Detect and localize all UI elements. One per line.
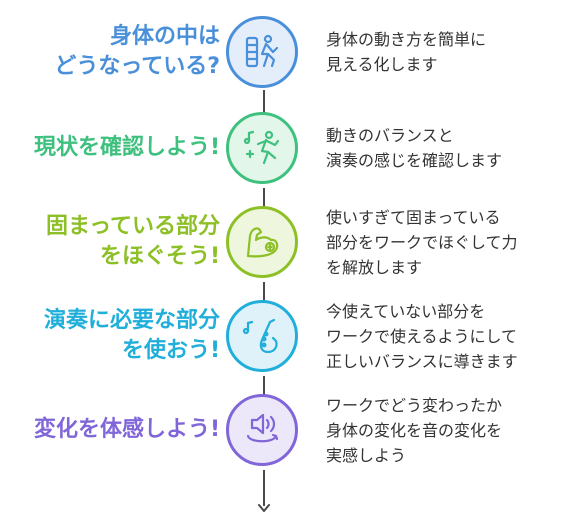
- step-description-line: 今使えていない部分を: [326, 301, 486, 321]
- speaker-rotate-icon: [246, 413, 279, 443]
- step-title-line: を使おう!: [121, 338, 220, 363]
- flexed-arm-icon: [246, 227, 279, 258]
- step-title-line: どうなっている?: [54, 54, 220, 79]
- step-title-line: 演奏に必要な部分: [43, 308, 220, 333]
- step-icon-circle: [226, 300, 298, 372]
- step-description-line: 身体の変化を音の変化を: [326, 420, 503, 440]
- step-description-line: ワークでどう変わったか: [326, 395, 503, 415]
- step-icon-circle: [226, 16, 298, 88]
- step-title-line: をほぐそう!: [99, 244, 220, 269]
- saxophone-icon: [242, 318, 278, 354]
- step-description-line: 正しいバランスに導きます: [326, 351, 518, 371]
- step-description: 動きのバランスと 演奏の感じを確認します: [326, 104, 571, 192]
- step-title: 演奏に必要な部分 を使おう!: [44, 292, 220, 380]
- body-anatomy-icon: [245, 34, 279, 68]
- step-loosen-stiff-parts: 固まっている部分 をほぐそう! 使いすぎて固まっている 部分をワークでほぐして力…: [0, 198, 575, 286]
- step-description: 使いすぎて固まっている 部分をワークでほぐして力 を解放します: [326, 198, 571, 286]
- arrow-down-icon: [258, 504, 270, 512]
- step-description: 身体の動き方を簡単に 見える化します: [326, 8, 571, 96]
- dancing-figure-music-icon: [243, 130, 280, 165]
- step-description-line: ワークで使えるようにして: [326, 326, 518, 346]
- step-icon-circle: [226, 206, 298, 278]
- step-title: 身体の中は どうなっている?: [54, 8, 220, 96]
- step-description-line: 部分をワークでほぐして力: [326, 232, 518, 252]
- step-title-line: 現状を確認しよう!: [33, 135, 220, 160]
- step-use-needed-parts: 演奏に必要な部分 を使おう! 今使えていない部分を ワークで使えるようにして 正…: [0, 292, 575, 380]
- timeline-connector: [263, 470, 265, 506]
- step-description: 今使えていない部分を ワークで使えるようにして 正しいバランスに導きます: [326, 292, 571, 380]
- step-description-line: を解放します: [326, 257, 423, 277]
- step-description-line: 見える化します: [326, 55, 438, 74]
- step-title: 現状を確認しよう!: [34, 104, 220, 192]
- step-icon-circle: [226, 394, 298, 466]
- step-description-line: 実感しよう: [326, 445, 407, 465]
- step-title: 固まっている部分 をほぐそう!: [46, 198, 220, 286]
- step-icon-circle: [226, 112, 298, 184]
- timeline-connector: [263, 282, 265, 302]
- timeline-connector: [263, 188, 265, 208]
- timeline-connector: [263, 376, 265, 396]
- step-feel-change: 変化を体感しよう! ワークでどう変わったか 身体の変化を音の変化を 実感しよう: [0, 386, 575, 474]
- timeline-connector: [263, 90, 265, 114]
- step-title: 変化を体感しよう!: [34, 386, 220, 474]
- step-check-status: 現状を確認しよう! 動きのバランスと 演奏の感じを確認します: [0, 104, 575, 192]
- step-description-line: 使いすぎて固まっている: [326, 207, 501, 227]
- step-title-line: 固まっている部分: [45, 214, 220, 239]
- step-title-line: 変化を体感しよう!: [33, 417, 220, 442]
- step-description-line: 身体の動き方を簡単に: [326, 30, 487, 49]
- step-description-line: 動きのバランスと: [326, 126, 454, 145]
- step-description: ワークでどう変わったか 身体の変化を音の変化を 実感しよう: [326, 386, 571, 474]
- step-title-line: 身体の中は: [109, 24, 220, 49]
- step-description-line: 演奏の感じを確認します: [326, 151, 503, 170]
- step-body-inside: 身体の中は どうなっている? 身体の動き方を簡単に 見える化します: [0, 8, 575, 96]
